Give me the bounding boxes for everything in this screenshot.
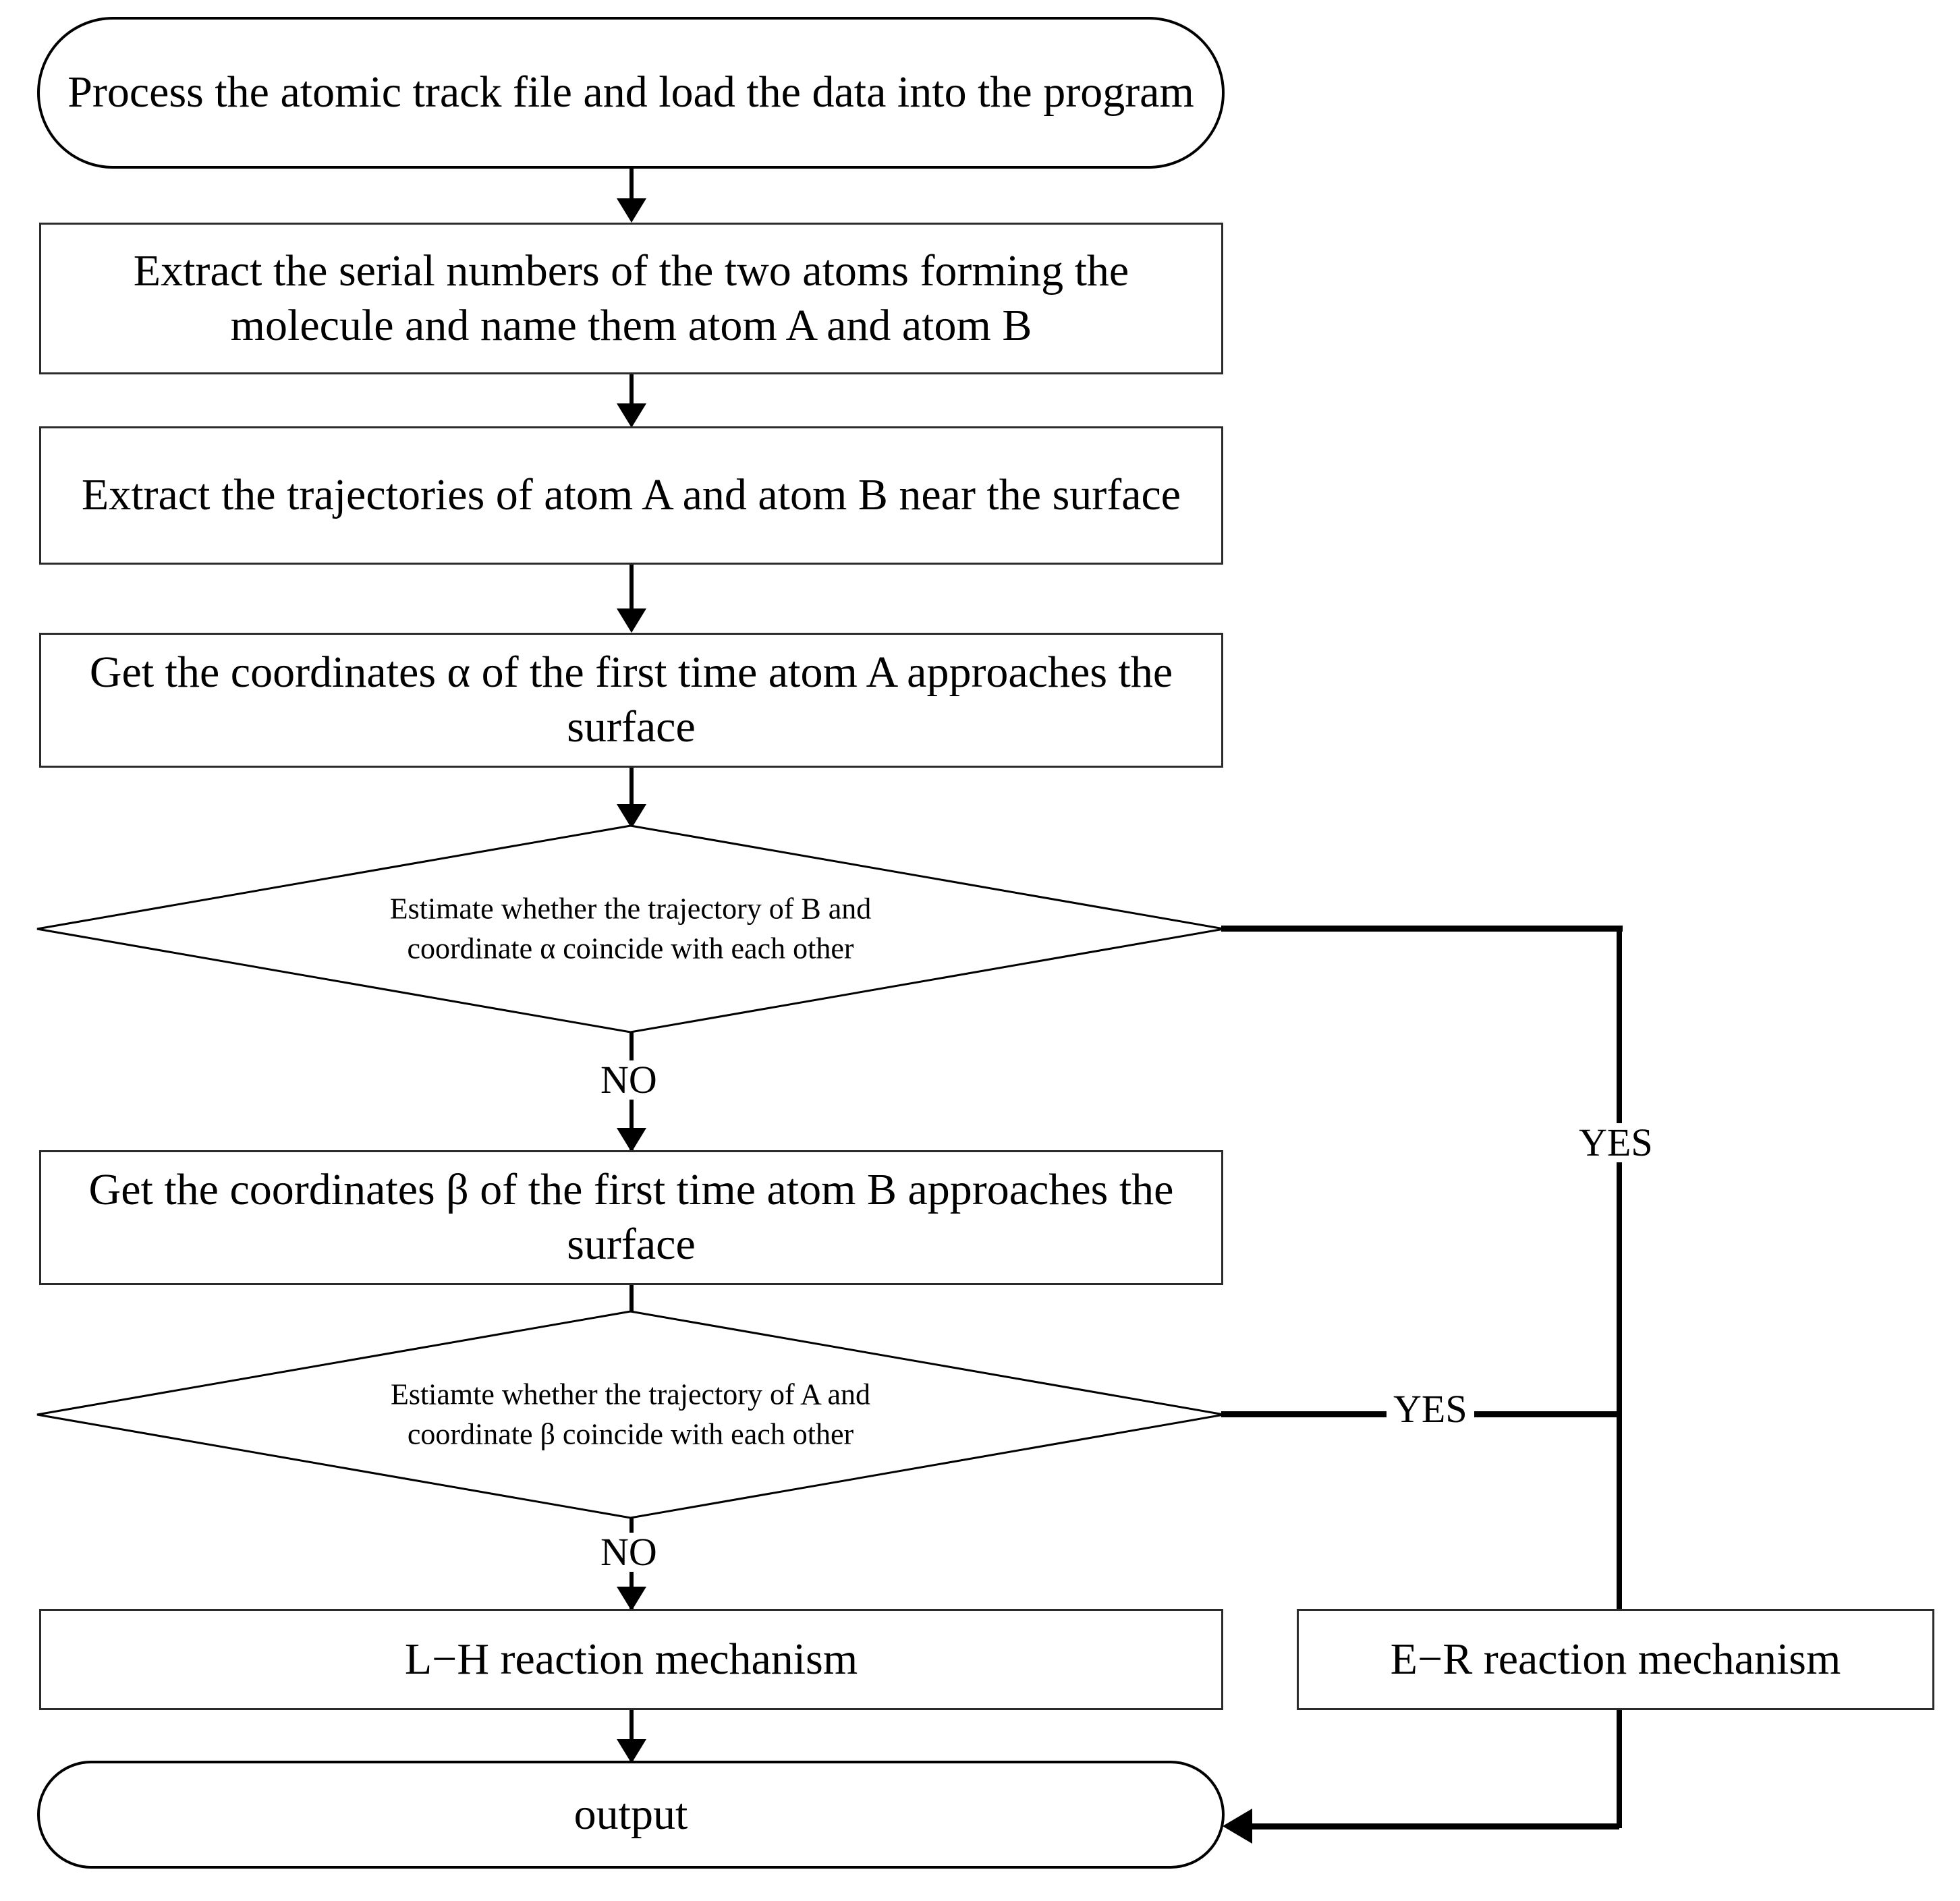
node-extract-serial-numbers-label: Extract the serial numbers of the two at… — [133, 246, 1129, 350]
node-start-label: Process the atomic track file and load t… — [67, 67, 1194, 117]
edge-get-alpha-to-decision-alpha — [629, 768, 634, 827]
edge-decision-alpha-yes-horizontal — [1221, 926, 1623, 932]
node-decision-beta: Estiamte whether the trajectory of A and… — [35, 1310, 1226, 1519]
arrowhead-get-alpha-to-decision-alpha — [617, 804, 646, 828]
decision-alpha-shape — [36, 824, 1225, 1033]
arrowhead-extract-serial-to-extract-traj — [617, 403, 646, 428]
arrowhead-extract-traj-to-get-alpha — [617, 608, 646, 633]
edge-start-to-extract-serial — [629, 169, 634, 208]
arrowhead-decision-alpha-no — [617, 1128, 646, 1152]
node-get-coordinates-beta: Get the coordinates β of the first time … — [39, 1150, 1223, 1285]
arrowhead-er-to-output — [1223, 1809, 1252, 1844]
node-extract-serial-numbers: Extract the serial numbers of the two at… — [39, 223, 1223, 374]
edge-decision-beta-no — [629, 1518, 634, 1626]
edge-extract-traj-to-get-alpha — [629, 565, 634, 625]
node-output: output — [37, 1761, 1225, 1869]
node-start: Process the atomic track file and load t… — [37, 17, 1225, 169]
node-output-label: output — [573, 1789, 688, 1839]
arrowhead-decision-beta-no — [617, 1587, 646, 1611]
edge-label-no-beta: NO — [594, 1533, 664, 1572]
node-get-coordinates-alpha: Get the coordinates α of the first time … — [39, 633, 1223, 768]
decision-beta-shape — [36, 1310, 1225, 1519]
node-get-coordinates-beta-label: Get the coordinates β of the first time … — [88, 1165, 1174, 1269]
arrowhead-lh-to-output — [617, 1739, 646, 1763]
edge-label-yes-alpha: YES — [1572, 1123, 1660, 1162]
node-extract-trajectories: Extract the trajectories of atom A and a… — [39, 426, 1223, 565]
edge-er-to-output-vertical — [1617, 1710, 1622, 1828]
edge-label-yes-beta: YES — [1387, 1390, 1474, 1429]
node-lh-reaction-mechanism: L−H reaction mechanism — [39, 1609, 1223, 1710]
edge-label-no-alpha: NO — [594, 1060, 664, 1100]
edge-extract-serial-to-extract-traj — [629, 374, 634, 412]
node-er-reaction-mechanism: E−R reaction mechanism — [1297, 1609, 1934, 1710]
edge-decision-alpha-yes-vertical — [1617, 926, 1622, 1674]
edge-er-to-output-horizontal — [1252, 1823, 1619, 1829]
node-decision-alpha: Estimate whether the trajectory of B and… — [35, 824, 1226, 1033]
node-extract-trajectories-label: Extract the trajectories of atom A and a… — [81, 470, 1181, 520]
arrowhead-start-to-extract-serial — [617, 198, 646, 223]
node-er-reaction-mechanism-label: E−R reaction mechanism — [1390, 1634, 1841, 1684]
node-get-coordinates-alpha-label: Get the coordinates α of the first time … — [89, 648, 1173, 751]
node-lh-reaction-mechanism-label: L−H reaction mechanism — [404, 1634, 858, 1684]
